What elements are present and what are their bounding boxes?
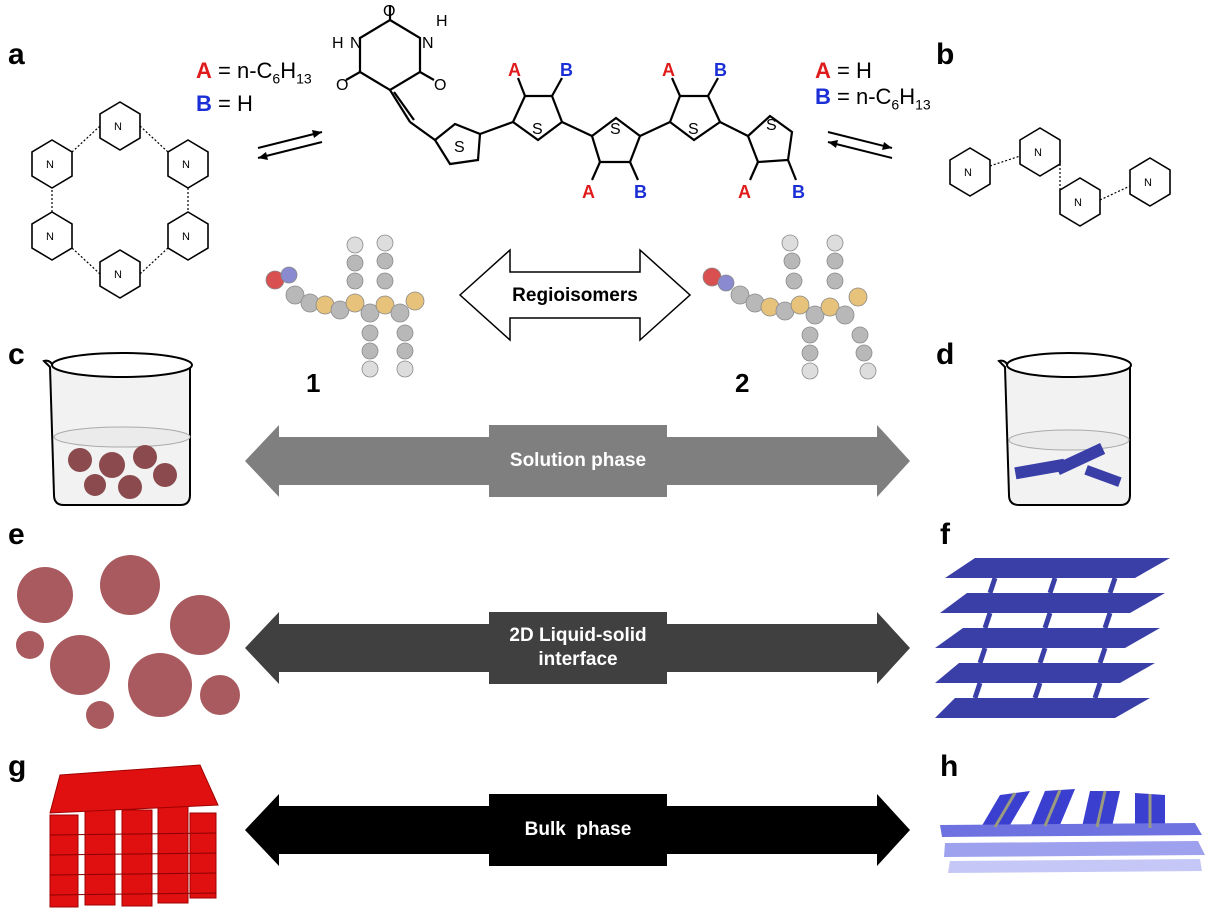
legend-left-b-eq: = H [211, 91, 253, 117]
bulk-columnar-stacks [49, 764, 219, 908]
svg-text:N: N [46, 231, 54, 243]
svg-text:N: N [46, 159, 54, 171]
legend-left: A = n-C6H13 B = H [196, 58, 312, 117]
bulk-layered-sheets [940, 789, 1205, 873]
panel-label-g: g [8, 750, 27, 783]
legend-left-a-sub6: 6 [272, 70, 281, 87]
sub-B-1: B [560, 60, 573, 80]
svg-text:N: N [114, 269, 122, 281]
regioisomers-label: Regioisomers [512, 285, 638, 306]
panel-label-h: h [940, 750, 959, 783]
atom-H-left: H [332, 35, 344, 52]
interface-label-line2: interface [538, 649, 618, 670]
svg-text:N: N [1144, 177, 1152, 189]
hydrogen-bonded-rosette: N N N N N N [31, 101, 209, 299]
sub-B-3: B [714, 60, 727, 80]
svg-text:N: N [182, 231, 190, 243]
legend-right-b-h: H [899, 84, 916, 109]
legend-right-b-eq: = n-C [830, 84, 892, 109]
space-filling-model-2 [702, 234, 877, 380]
legend-right-b-sub13: 13 [915, 96, 931, 113]
panel-label-b: b [936, 38, 955, 71]
compound-label-1: 1 [306, 368, 321, 398]
atom-S-4: S [688, 121, 699, 138]
legend-left-b-key: B [196, 91, 212, 117]
atom-H-right: H [436, 13, 448, 30]
atom-S-2: S [532, 121, 543, 138]
legend-right-b-sub6: 6 [891, 96, 900, 113]
legend-right-b-key: B [815, 84, 831, 109]
hydrogen-bonded-tape: N N N N [949, 127, 1171, 227]
atom-O-right: O [434, 77, 446, 94]
legend-left-a-key: A [196, 58, 212, 83]
solution-phase-arrow [245, 425, 910, 497]
bulk-phase-arrow [245, 794, 910, 866]
sub-A-2: A [582, 182, 595, 202]
oligothiophene-barbiturate-structure: O N N H H O O S S S S S A B A B A B A B [332, 3, 805, 202]
compound-label-2: 2 [735, 368, 750, 398]
svg-text:N: N [1074, 197, 1082, 209]
svg-text:N: N [1034, 147, 1042, 159]
legend-left-a-eq: = n-C [211, 58, 273, 83]
sub-A-3: A [662, 60, 675, 80]
atom-S-5: S [766, 117, 777, 134]
rosette-2d-network [16, 555, 240, 729]
space-filling-model-1 [265, 234, 425, 378]
equilibrium-arrow-left [257, 130, 323, 160]
equilibrium-arrow-right [827, 131, 893, 159]
legend-right-a-eq: = H [830, 58, 872, 83]
legend-left-a-h: H [280, 58, 297, 83]
legend-right-a-key: A [815, 58, 831, 83]
atom-S-1: S [454, 139, 465, 156]
beaker-rosettes [42, 352, 193, 506]
sub-A-1: A [508, 60, 521, 80]
interface-arrow [245, 612, 910, 684]
tape-2d-lamellae [935, 558, 1170, 718]
solution-phase-label: Solution phase [509, 450, 647, 471]
panel-label-a: a [8, 38, 25, 71]
panel-label-c: c [8, 338, 25, 371]
legend-right: A = H B = n-C6H13 [815, 58, 931, 117]
panel-label-f: f [940, 518, 950, 551]
svg-text:N: N [964, 167, 972, 179]
atom-N-left: N [350, 35, 362, 52]
sub-B-4: B [792, 182, 805, 202]
sub-B-2: B [634, 182, 647, 202]
regioisomers-arrow [458, 248, 692, 342]
legend-left-a-sub13: 13 [296, 70, 312, 87]
svg-text:N: N [182, 159, 190, 171]
atom-O-top: O [383, 3, 395, 20]
atom-S-3: S [610, 121, 621, 138]
interface-label-line1: 2D Liquid-solid [509, 625, 647, 646]
atom-N-right: N [422, 35, 434, 52]
beaker-tapes [997, 352, 1132, 506]
panel-label-d: d [936, 338, 955, 371]
panel-label-e: e [8, 518, 25, 551]
sub-A-4: A [738, 182, 751, 202]
svg-text:N: N [114, 121, 122, 133]
atom-O-left: O [336, 77, 348, 94]
bulk-phase-label: Bulk phase [524, 819, 632, 840]
